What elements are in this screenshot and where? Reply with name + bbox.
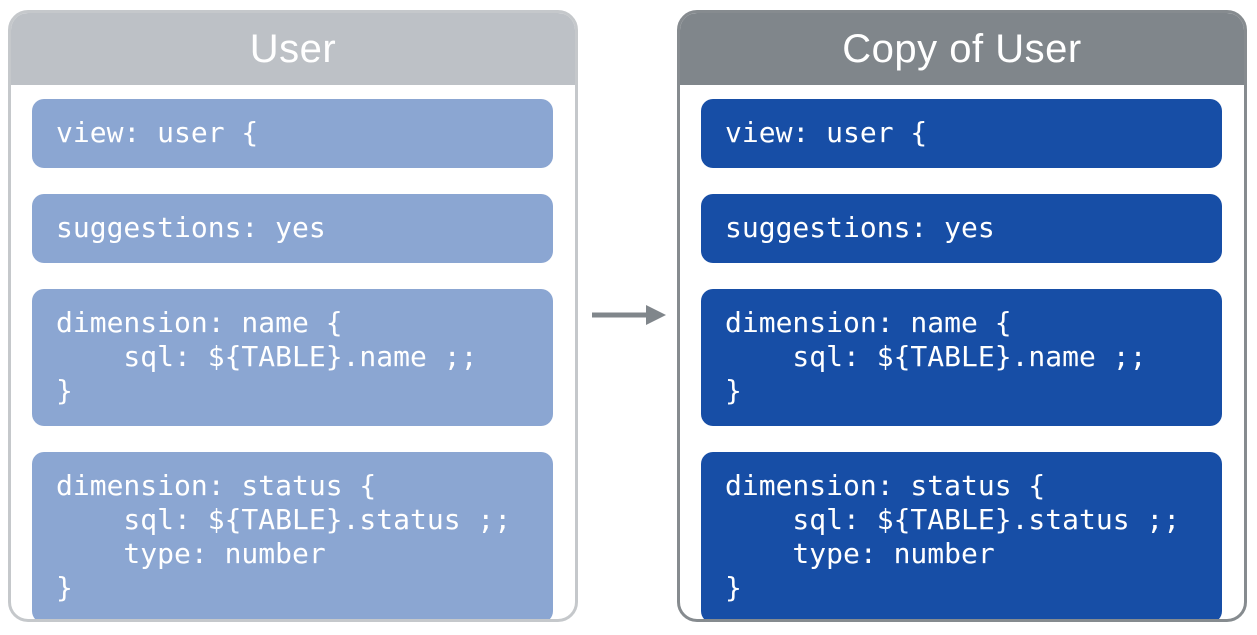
- code-block-suggestions: suggestions: yes: [32, 194, 553, 263]
- panel-user-body: view: user { suggestions: yes dimension:…: [11, 85, 575, 619]
- panel-user: User view: user { suggestions: yes dimen…: [8, 10, 578, 622]
- code-block-dimension-name: dimension: name { sql: ${TABLE}.name ;; …: [701, 289, 1222, 426]
- panel-copy-of-user: Copy of User view: user { suggestions: y…: [677, 10, 1247, 622]
- code-block-dimension-status: dimension: status { sql: ${TABLE}.status…: [32, 452, 553, 619]
- panel-user-header: User: [11, 13, 575, 85]
- code-block-dimension-name: dimension: name { sql: ${TABLE}.name ;; …: [32, 289, 553, 426]
- panel-user-title: User: [249, 26, 337, 71]
- panel-copy-of-user-header: Copy of User: [680, 13, 1244, 85]
- code-block-view: view: user {: [32, 99, 553, 168]
- panel-copy-of-user-body: view: user { suggestions: yes dimension:…: [680, 85, 1244, 619]
- right-arrow-icon: [592, 305, 666, 325]
- code-block-dimension-status: dimension: status { sql: ${TABLE}.status…: [701, 452, 1222, 619]
- panel-copy-of-user-title: Copy of User: [842, 26, 1082, 71]
- code-block-suggestions: suggestions: yes: [701, 194, 1222, 263]
- code-block-view: view: user {: [701, 99, 1222, 168]
